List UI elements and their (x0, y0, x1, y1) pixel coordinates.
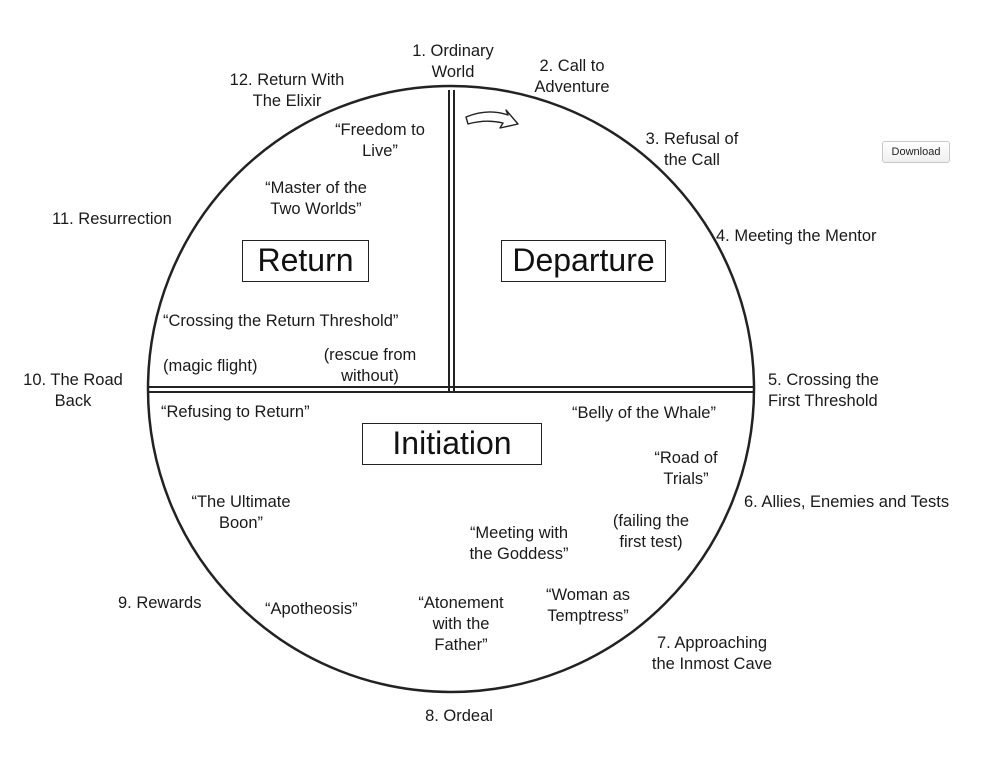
return-box: Return (242, 240, 369, 282)
motif-woman-as-temptress: “Woman as Temptress” (545, 586, 631, 625)
stage-5-label: 5. Crossing the First Threshold (768, 371, 879, 410)
stage-9-label: 9. Rewards (118, 594, 202, 612)
stage-11-label: 11. Resurrection (52, 210, 172, 228)
motif-master-of-two-worlds: “Master of the Two Worlds” (265, 179, 367, 218)
stage-8-label: 8. Ordeal (425, 707, 493, 725)
motif-magic-flight: (magic flight) (163, 357, 258, 375)
download-button[interactable]: Download (882, 141, 950, 163)
motif-failing-first-test: (failing the first test) (612, 512, 690, 551)
motif-apotheosis: “Apotheosis” (265, 600, 358, 618)
departure-box: Departure (501, 240, 666, 282)
motif-meeting-with-goddess: “Meeting with the Goddess” (469, 524, 569, 563)
stage-3-label: 3. Refusal of the Call (645, 130, 739, 169)
stage-6-label: 6. Allies, Enemies and Tests (744, 493, 950, 511)
journey-circle (146, 84, 756, 694)
stage-10-label: 10. The Road Back (23, 371, 123, 410)
motif-ultimate-boon: “The Ultimate Boon” (191, 493, 291, 532)
stage-2-label: 2. Call to Adventure (534, 57, 610, 96)
stage-4-label: 4. Meeting the Mentor (716, 227, 877, 245)
motif-rescue-from-without: (rescue from without) (323, 346, 417, 385)
motif-freedom-to-live: “Freedom to Live” (335, 121, 425, 160)
direction-arrow-icon (465, 109, 519, 129)
stage-1-label: 1. Ordinary World (412, 42, 494, 81)
motif-atonement-with-father: “Atonement with the Father” (418, 594, 504, 654)
motif-crossing-return-threshold: “Crossing the Return Threshold” (163, 312, 399, 330)
initiation-box: Initiation (362, 423, 542, 465)
motif-road-of-trials: “Road of Trials” (654, 449, 718, 488)
motif-refusing-to-return: “Refusing to Return” (161, 403, 310, 421)
stage-12-label: 12. Return With The Elixir (229, 71, 345, 110)
motif-belly-of-the-whale: “Belly of the Whale” (572, 404, 716, 422)
stage-7-label: 7. Approaching the Inmost Cave (651, 634, 773, 673)
